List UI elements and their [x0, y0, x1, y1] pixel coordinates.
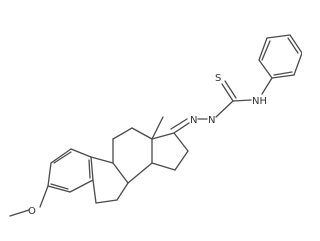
bond [174, 150, 189, 171]
bond [271, 74, 295, 79]
hydrazone-linker: N N [170, 100, 234, 134]
bond-c-nh [232, 99, 252, 102]
bond-double [88, 159, 91, 179]
atom-nh-label: NH [252, 96, 267, 107]
bond [50, 148, 72, 164]
bond [151, 162, 176, 171]
bond-double [50, 183, 69, 190]
bond [151, 132, 175, 140]
methyl-bond [151, 116, 164, 140]
ring-a-aromatic [47, 148, 94, 193]
atom-oxygen-label: O [28, 206, 36, 217]
structure-canvas: O N N S NH [9, 34, 302, 217]
bond [95, 199, 118, 204]
atom-sulfur-label: S [215, 73, 221, 84]
thiourea-group: S NH [215, 73, 273, 107]
bond-n-c [215, 100, 234, 118]
bond [127, 162, 153, 184]
bond-c-s-double-2 [224, 80, 237, 99]
bond-double [261, 40, 271, 61]
bond [293, 52, 302, 76]
bond-double [53, 151, 72, 164]
bond [258, 59, 273, 79]
methoxy-group: O [9, 185, 49, 217]
bond [70, 148, 92, 158]
bond-o-ch3 [9, 209, 30, 217]
bond [173, 132, 189, 152]
bond-c-s-double-1 [221, 83, 234, 102]
ring-b [90, 156, 129, 204]
bond [47, 185, 71, 193]
bond-c-n-double-1 [173, 122, 190, 134]
bond [116, 182, 129, 201]
bond [90, 156, 94, 181]
bond-c-n-double-2 [170, 118, 188, 130]
bond [258, 37, 268, 61]
atom-n-chain-label: N [208, 115, 215, 126]
bond [112, 162, 129, 184]
ring-d [151, 132, 189, 171]
bond [112, 127, 133, 140]
bond-double [287, 37, 299, 54]
bond [69, 179, 94, 193]
bond [47, 162, 52, 187]
molecule-diagram: O N N S NH [9, 34, 302, 217]
atom-n-ring-label: N [190, 115, 197, 126]
bond-double [273, 71, 293, 76]
phenyl-ring [258, 34, 302, 79]
bond [289, 34, 302, 54]
bond-c-o [39, 185, 49, 208]
bond [131, 127, 153, 140]
bond-nh-phenyl [261, 77, 273, 95]
bond [266, 34, 291, 39]
ring-c [112, 127, 153, 184]
bond [90, 156, 114, 164]
bond [92, 179, 97, 204]
